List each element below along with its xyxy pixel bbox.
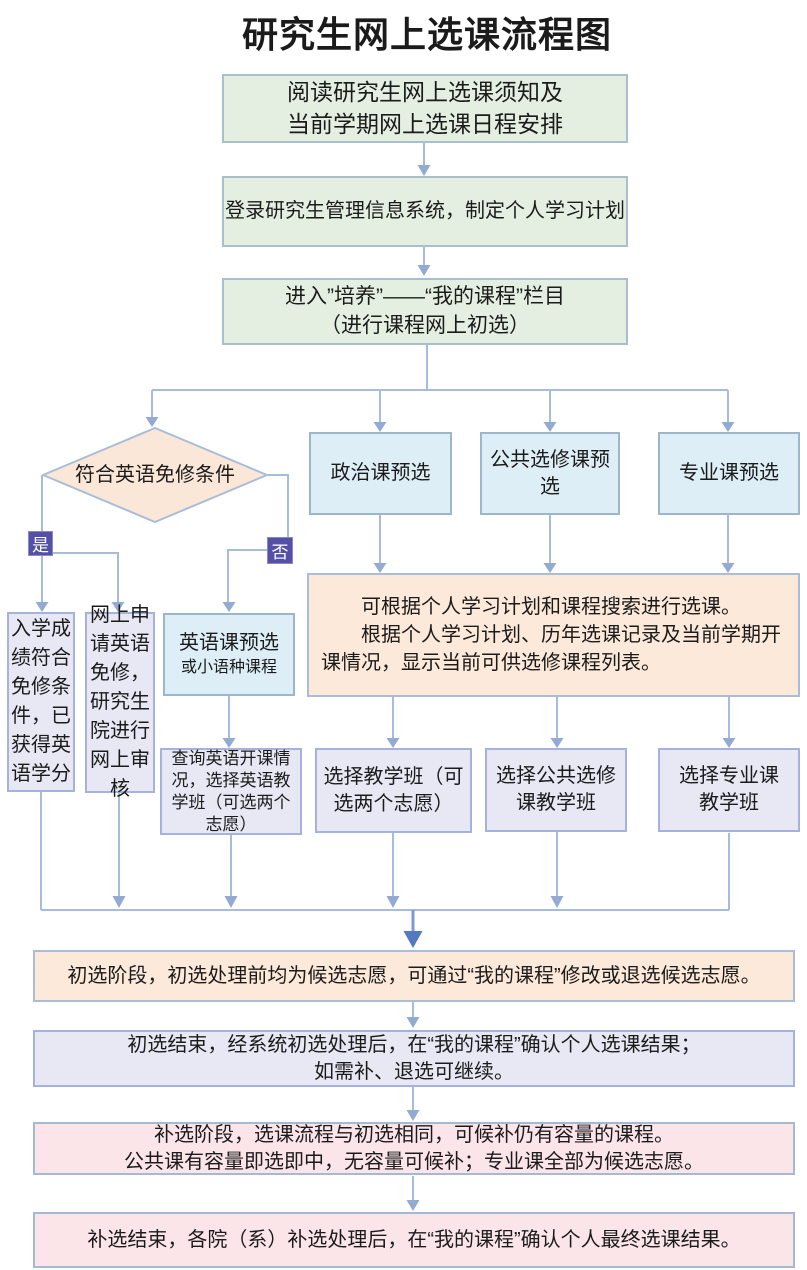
banner-supplement-stage: 补选阶段，选课流程与初选相同，可候补仍有容量的课程。 公共课有容量即选即中，无容… — [33, 1122, 795, 1175]
banner-initial-selection-stage: 初选阶段，初选处理前均为候选志愿，可通过“我的课程”修改或退选候选志愿。 — [33, 950, 795, 1002]
converge-arrow-dark — [403, 910, 423, 948]
branch-no-tag: 否 — [267, 537, 293, 564]
step-choose-major-class: 选择专业课 教学班 — [658, 748, 800, 832]
step-public-elective-preselect: 公共选修课预选 — [480, 432, 620, 515]
banner-initial-selection-end: 初选结束，经系统初选处理后，在“我的课程”确认个人选课结果； 如需补、退选可继续… — [33, 1030, 795, 1087]
step-politics-preselect: 政治课预选 — [309, 432, 452, 515]
step-entry-score-exempt: 入学成绩符合免修条件，已获得英语学分 — [7, 612, 75, 792]
step-read-notice: 阅读研究生网上选课须知及 当前学期网上选课日程安排 — [222, 74, 628, 143]
step-english-preselect: 英语课预选 或小语种课程 — [163, 613, 295, 696]
diamond-shape — [42, 427, 268, 523]
step-major-preselect: 专业课预选 — [658, 432, 800, 515]
step-login-system: 登录研究生管理信息系统，制定个人学习计划 — [222, 176, 628, 247]
decision-label: 符合英语免修条件 — [75, 463, 235, 486]
branch-yes-tag: 是 — [28, 531, 53, 556]
page-title: 研究生网上选课流程图 — [241, 14, 612, 55]
step-choose-public-class: 选择公共选修 课教学班 — [485, 748, 627, 832]
decision-english-exemption: 符合英语免修条件 — [42, 427, 268, 523]
step-query-english-class: 查询英语开课情况，选择英语教学班（可选两个志愿） — [160, 748, 302, 835]
step-enter-my-courses: 进入”培养”——“我的课程”栏目 （进行课程网上初选） — [222, 278, 628, 345]
banner-supplement-end: 补选结束，各院（系）补选处理后，在“我的课程”确认个人最终选课结果。 — [33, 1212, 795, 1268]
info-course-search: 可根据个人学习计划和课程搜索进行选课。 根据个人学习计划、历年选课记录及当前学期… — [307, 573, 800, 697]
step-choose-teaching-class: 选择教学班（可 选两个志愿） — [315, 748, 472, 833]
step-apply-exemption-online: 网上申请英语免修，研究生院进行网上审核 — [85, 604, 155, 800]
